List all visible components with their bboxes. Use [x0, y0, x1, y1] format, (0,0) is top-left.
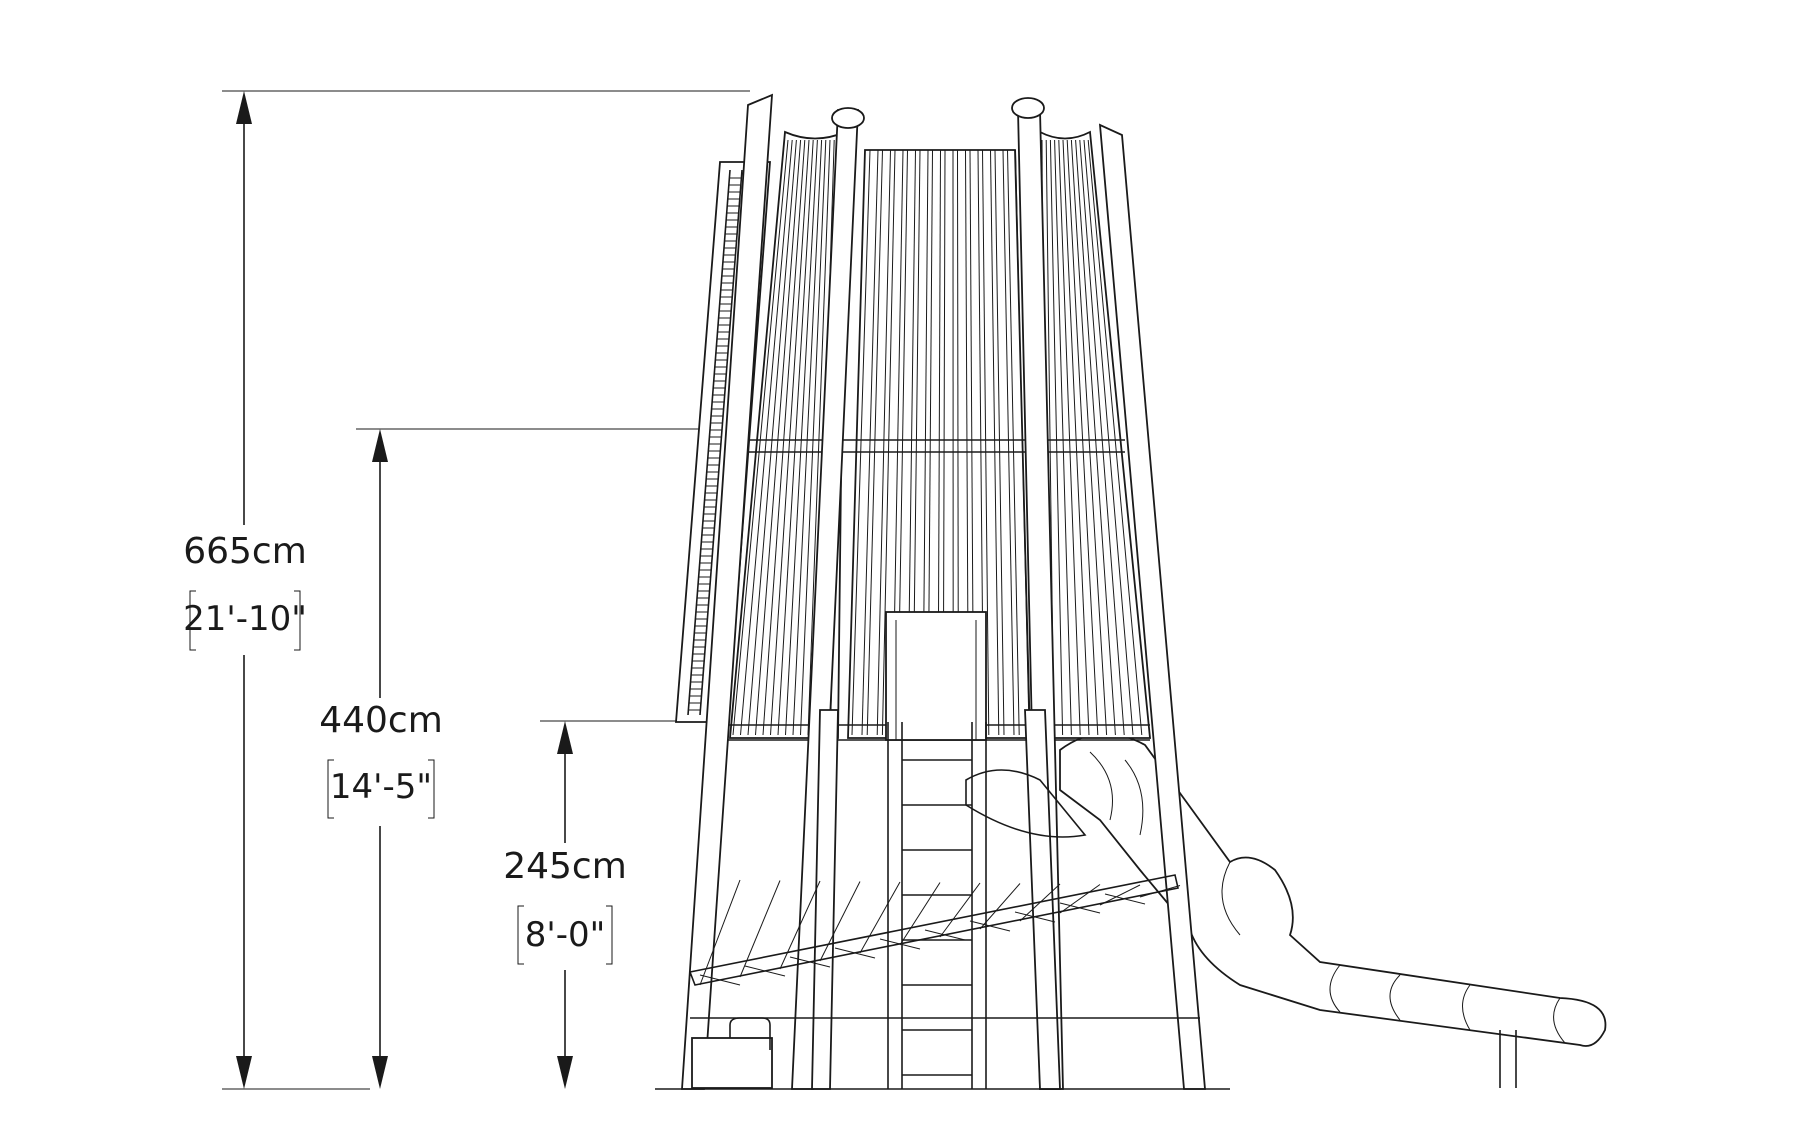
dimension-low-height: 245cm 8'-0" — [503, 720, 690, 1089]
low-height-metric: 245cm — [503, 846, 627, 887]
total-height-imperial: 21'-10" — [183, 599, 307, 639]
ladder — [887, 722, 987, 1089]
tube-slide — [1059, 732, 1607, 1088]
middle-height-imperial: 14'-5" — [330, 767, 432, 807]
dimension-total-height: 665cm 21'-10" — [183, 90, 750, 1090]
climbing-net — [688, 769, 1181, 986]
low-height-imperial: 8'-0" — [525, 915, 606, 955]
dimension-middle-height: 440cm 14'-5" — [319, 428, 720, 1089]
tower-posts — [681, 93, 1206, 1090]
total-height-metric: 665cm — [183, 531, 307, 572]
ground-elements — [655, 1017, 1230, 1090]
middle-height-metric: 440cm — [319, 700, 443, 741]
